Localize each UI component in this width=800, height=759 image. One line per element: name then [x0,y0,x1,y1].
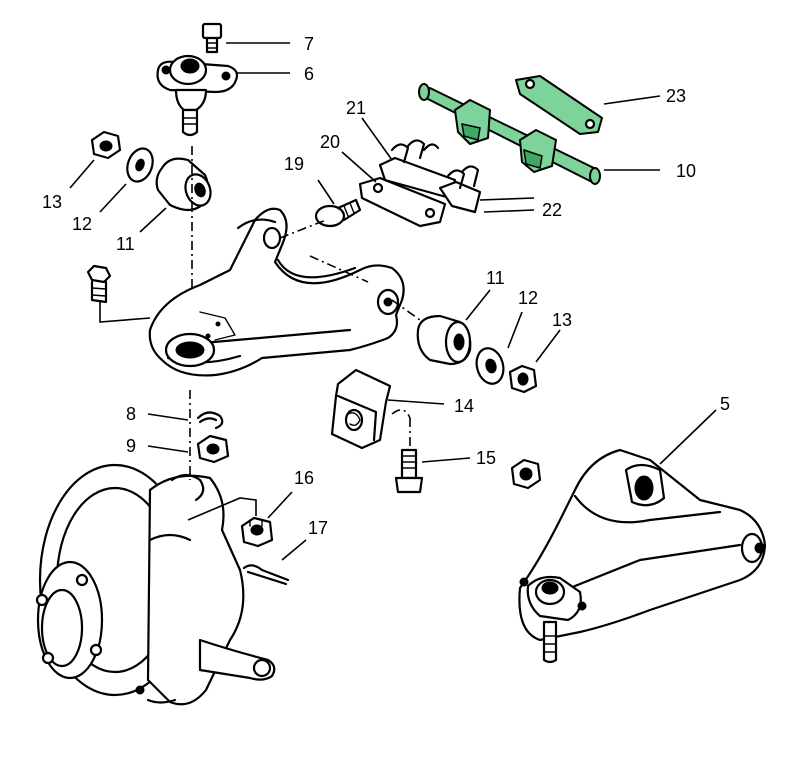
lower-control-arm [148,207,405,377]
part-11-bushing-left [155,157,212,212]
callout-5: 5 [720,394,730,414]
part-13-nut-right [508,364,538,394]
part-13-nut-left [90,130,122,160]
callout-22: 22 [542,200,562,220]
callout-19: 19 [284,154,304,174]
callout-13-right: 13 [552,310,572,330]
callout-20: 20 [320,132,340,152]
part-6-ball-joint [156,54,239,137]
callout-12-left: 12 [72,214,92,234]
callout-21: 21 [346,98,366,118]
assembly-lines [99,146,421,521]
steering-knuckle-hub [35,463,276,706]
part-14-bracket [330,368,392,450]
part-12-washer-right [475,347,505,385]
callout-11-right: 11 [486,268,505,288]
leader-lines [69,42,717,561]
bolt-lower-left [86,264,112,304]
callout-14: 14 [454,396,474,416]
nut-near-15 [510,458,542,490]
part-22-shims [438,165,482,214]
callout-15: 15 [476,448,496,468]
part-7-bolt [201,22,223,54]
part-23-plate [515,75,603,135]
callout-23: 23 [666,86,686,106]
callout-11-left: 11 [116,234,135,254]
callout-7: 7 [304,34,314,54]
part-5-upper-arm [518,448,767,664]
callout-6: 6 [304,64,314,84]
part-8-clip [196,411,224,430]
part-20-plate [358,176,447,228]
part-17-cotter-pin [242,564,290,586]
callout-17: 17 [308,518,328,538]
callout-13-left: 13 [42,192,62,212]
callout-12-right: 12 [518,288,538,308]
part-11-bushing-right [416,314,472,366]
callout-10: 10 [676,161,696,181]
part-16-castle-nut [240,516,274,548]
callout-9: 9 [126,436,136,456]
callout-8: 8 [126,404,136,424]
callout-16: 16 [294,468,314,488]
part-12-washer-left [126,147,154,183]
part-10-cross-shaft [418,83,601,185]
callout-numbers: 7 6 23 21 20 19 10 22 13 12 11 11 12 13 … [42,34,730,538]
part-15-stud [394,448,424,494]
part-9-nut [196,434,230,464]
